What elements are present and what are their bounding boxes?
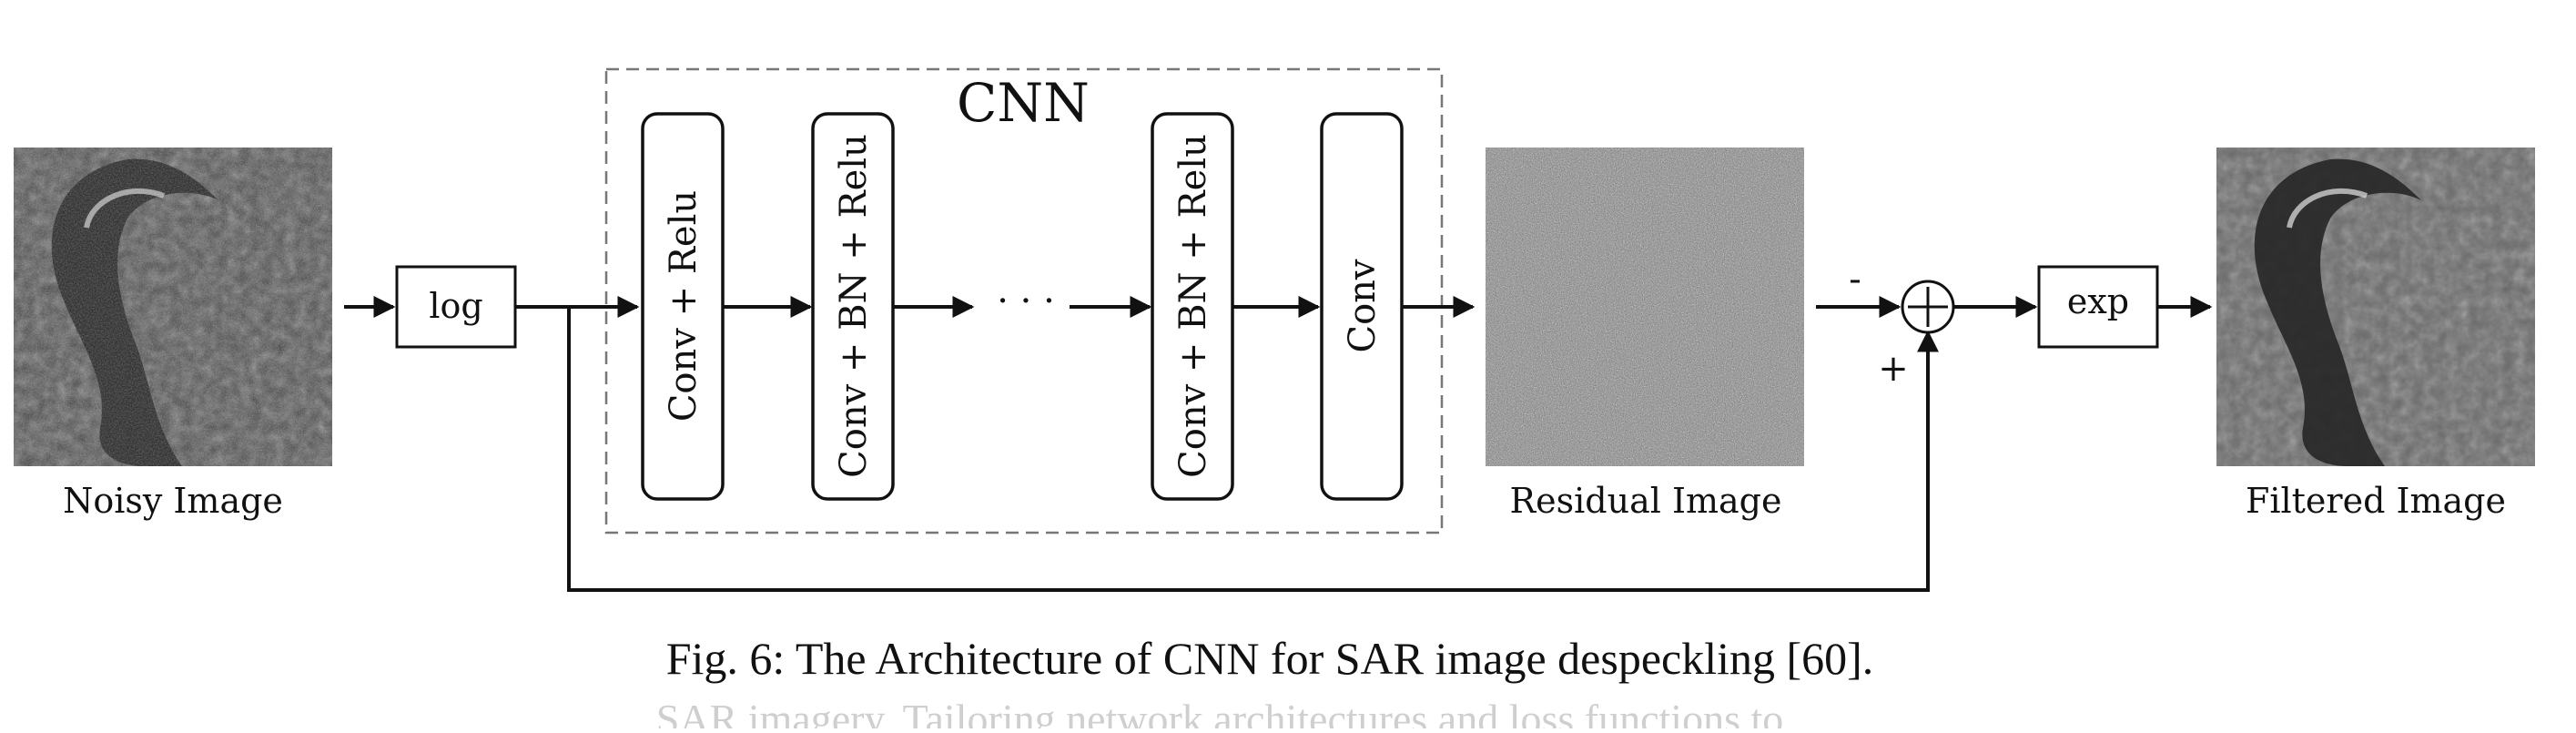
noisy-image-label: Noisy Image [63, 481, 283, 521]
noisy-image [14, 148, 332, 466]
faded-body-text: SAR imagery. Tailoring network architect… [656, 696, 1784, 728]
log-block [395, 265, 517, 349]
minus-sign: - [1849, 259, 1861, 300]
filtered-image [2216, 148, 2535, 466]
exp-block-label: exp [2067, 281, 2129, 321]
layer-conv-bn-relu-2-label: Conv + BN + Relu [1172, 134, 1214, 478]
exp-block [2037, 265, 2159, 349]
skip-connection-arrow [567, 307, 1939, 592]
filtered-image-label: Filtered Image [2246, 481, 2506, 521]
layer-conv-bn-relu-1-label: Conv + BN + Relu [833, 134, 875, 478]
figure-caption: Fig. 6: The Architecture of CNN for SAR … [666, 633, 1874, 684]
log-block-label: log [429, 286, 482, 326]
residual-image [1486, 148, 1804, 466]
plus-sign: + [1878, 348, 1909, 390]
sum-node [1901, 280, 1955, 334]
cnn-container [604, 67, 1444, 534]
residual-image-label: Residual Image [1510, 481, 1782, 521]
ellipsis: · · · [997, 280, 1055, 322]
cnn-title: CNN [957, 72, 1090, 134]
layer-conv-relu-label: Conv + Relu [663, 190, 705, 422]
layer-conv-label: Conv [1342, 259, 1384, 352]
